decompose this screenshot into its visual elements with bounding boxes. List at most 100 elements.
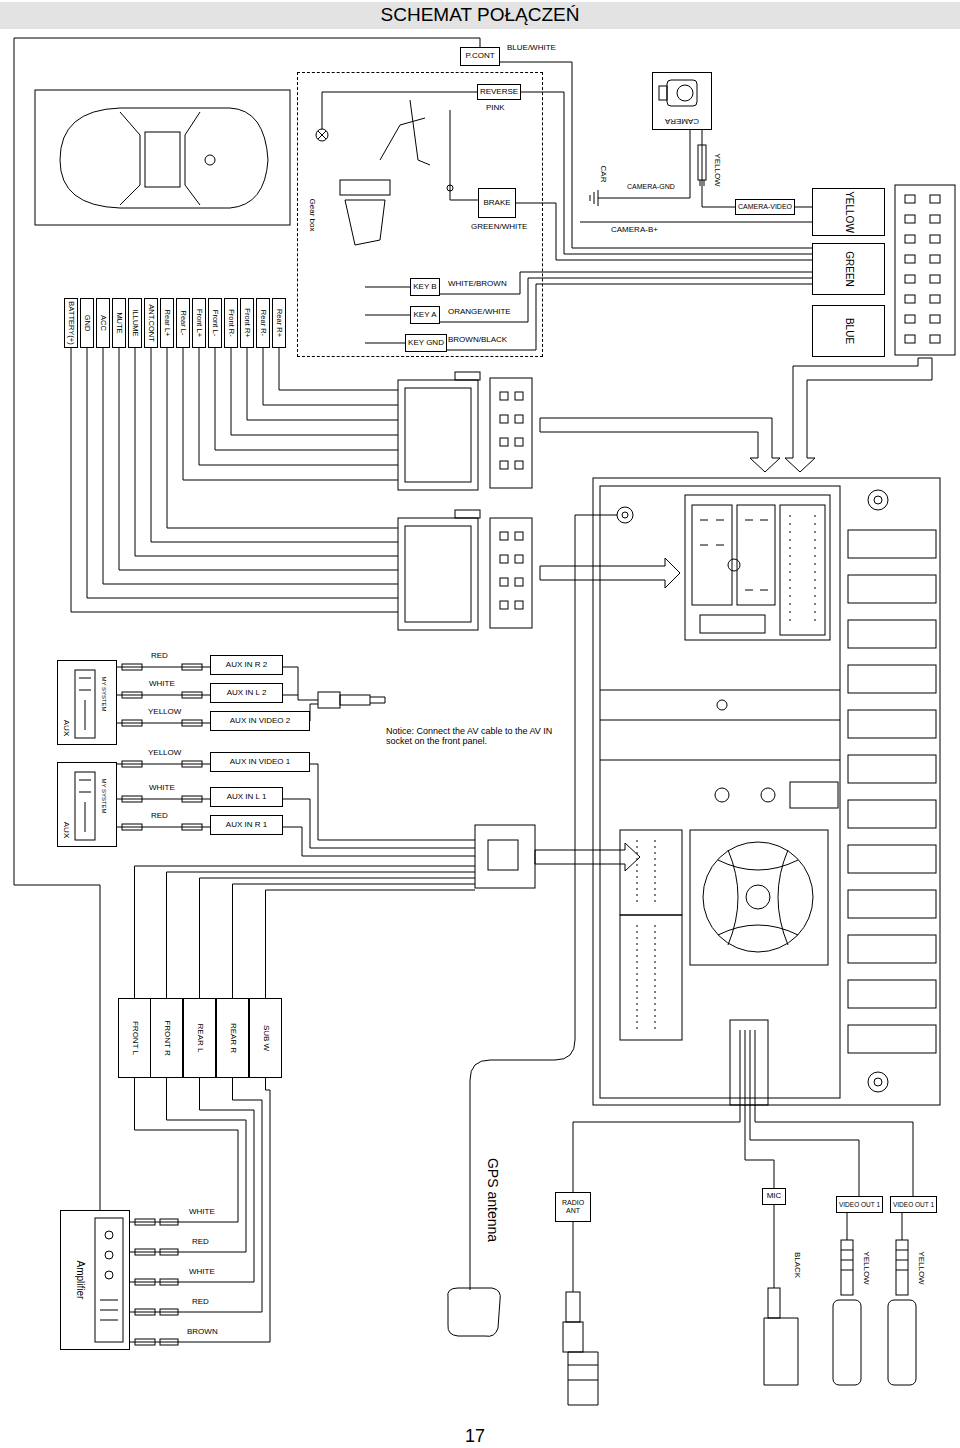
head-unit: [848, 620, 936, 648]
iso-connector: [515, 392, 523, 400]
text-label: BLACK: [793, 1251, 802, 1279]
hollow-arrow: [540, 418, 780, 472]
iso-connector: [490, 518, 532, 628]
connector-box: KEY B: [410, 278, 440, 296]
iso-connector: [515, 438, 523, 446]
wire-tag: Rear L-: [176, 298, 190, 348]
output-cables: [847, 1213, 902, 1240]
gps-cable: [470, 515, 617, 1290]
car-illustration: [120, 112, 140, 205]
box-text: Front R+: [243, 308, 251, 337]
head-unit: [848, 755, 936, 783]
amplifier-icon: [100, 1300, 118, 1320]
amplifier-icon: [105, 1231, 113, 1239]
iso-connector: [500, 601, 508, 609]
iso-connector: [455, 510, 480, 518]
wire: [130, 1078, 270, 1342]
output-cables: [573, 1222, 574, 1292]
box-text: Amplifier: [75, 1261, 86, 1300]
box-text: Gear box: [308, 199, 317, 232]
box-text: AUX IN R 2: [226, 661, 267, 670]
speaker-output: FRONT R: [150, 998, 183, 1078]
speaker-output: REAR R: [216, 998, 249, 1078]
box-text: BLUE: [843, 318, 854, 344]
head-unit: [637, 840, 655, 1030]
head-unit: [700, 615, 765, 633]
head-unit: [730, 1020, 768, 1105]
box-text: BRAKE: [483, 199, 510, 208]
speaker-output: FRONT L: [118, 998, 151, 1078]
ground-symbol: [590, 190, 598, 206]
amplifier-icon: [105, 1271, 113, 1279]
wire: [500, 62, 812, 248]
head-unit: [617, 507, 633, 523]
iso-connector: [500, 415, 508, 423]
av-jack: [318, 692, 340, 708]
head-unit: [848, 665, 936, 693]
head-unit: [600, 486, 840, 1098]
iso-connector: [905, 315, 915, 323]
wire-tag: Rear R-: [256, 298, 270, 348]
camera-icon: [659, 86, 667, 100]
box-text: ANT.CONT: [147, 304, 155, 342]
text-label: RED: [191, 1238, 210, 1247]
iso-connector: [930, 255, 940, 263]
wire-tag: ANT.CONT: [144, 298, 158, 348]
iso-connector: [930, 295, 940, 303]
wire-tag: BATTERY(+): [64, 298, 78, 348]
head-unit: [600, 690, 840, 760]
box-text: VIDEO OUT 1: [839, 1201, 880, 1208]
gearbox-illustration: [318, 131, 326, 139]
box-text: Rear R+: [275, 309, 283, 337]
iso-connector: [500, 555, 508, 563]
speaker-output: REAR L: [183, 998, 216, 1078]
head-unit: [848, 575, 936, 603]
harness-wires: [119, 348, 398, 570]
head-unit: [848, 710, 936, 738]
connector-box: P.CONT: [460, 47, 500, 66]
wire: [130, 1078, 262, 1312]
output-cables: [563, 1322, 583, 1352]
head-unit: [703, 842, 813, 952]
head-unit: [593, 478, 940, 1105]
box-text: AUX: [62, 720, 71, 736]
head-unit: [790, 782, 838, 808]
iso-connector: [930, 235, 940, 243]
harness-wires: [247, 348, 398, 420]
hollow-arrow: [785, 358, 932, 472]
aux-device-icon: [75, 670, 95, 738]
connector-box: BRAKE: [478, 188, 516, 218]
wire: [130, 1078, 246, 1252]
wire: [447, 284, 812, 350]
gps-cable: [448, 1288, 501, 1336]
box-text: AUX IN VIDEO 2: [230, 717, 290, 726]
wire-tag: ACC: [96, 298, 110, 348]
iso-connector: [500, 392, 508, 400]
car-illustration: [35, 90, 290, 225]
iso-connector: [515, 601, 523, 609]
text-label: RED: [150, 812, 169, 821]
connector-box: KEY GND: [405, 334, 447, 352]
harness-wires: [103, 348, 398, 584]
box-text: Front L-: [211, 310, 219, 336]
head-unit: [848, 980, 936, 1008]
harness-wires: [199, 348, 398, 465]
text-label: YELLOW: [147, 708, 182, 717]
car-illustration: [145, 132, 180, 187]
hollow-arrow: [540, 558, 680, 588]
wire: [117, 723, 210, 724]
harness-wires: [87, 348, 398, 598]
iso-connector: [515, 415, 523, 423]
head-unit: [848, 935, 936, 963]
wire: [702, 130, 735, 207]
wire-tag: Rear R+: [272, 298, 286, 348]
iso-connector: [500, 578, 508, 586]
text-label: RED: [191, 1298, 210, 1307]
ground-symbol: [598, 130, 690, 198]
text-label: CAMERA-GND: [626, 183, 676, 191]
hollow-arrow: [535, 358, 932, 871]
aux-device-icon: [75, 670, 95, 840]
connector-box: AUX IN VIDEO 1: [210, 752, 310, 772]
